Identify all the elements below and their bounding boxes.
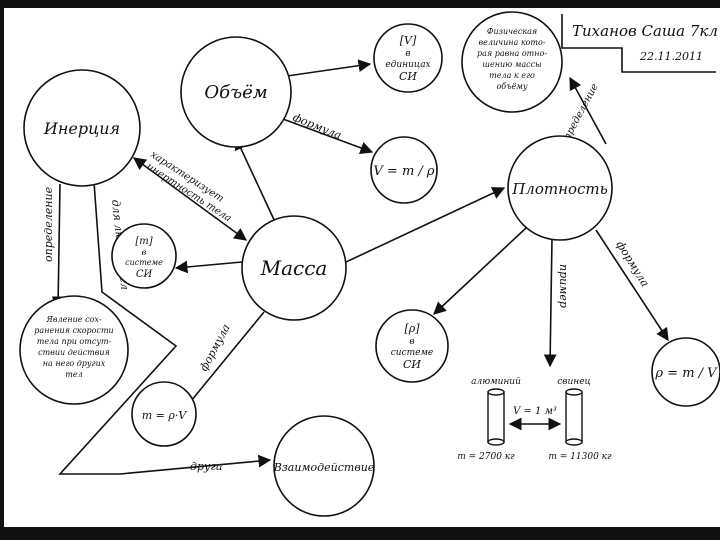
node-interaction-label: Взаимодействие	[273, 461, 375, 474]
edge-density-formula	[595, 229, 669, 342]
inertia-def-line-1: Явление сох-	[45, 315, 101, 324]
aluminium-label: алюминий	[471, 377, 521, 387]
density-def-line-2: величина кото-	[478, 38, 545, 47]
volume-units-line-3: единицах	[385, 60, 430, 70]
node-volume	[180, 36, 292, 148]
volume-equal-label: V = 1 м³	[513, 406, 557, 417]
node-density-formula	[651, 337, 720, 407]
mass-units-line-2: в	[142, 248, 147, 257]
edge-density-definition	[569, 76, 607, 145]
inertia-def-line-2: ранения скорости	[34, 326, 113, 335]
node-volume-label: Объём	[204, 82, 267, 103]
node-density	[507, 135, 613, 241]
edge-mass-formula	[181, 311, 265, 413]
aluminium-cylinder-base	[487, 438, 505, 446]
edge-inertia-interaction	[58, 181, 272, 475]
edge-density-example	[543, 237, 557, 368]
aluminium-cylinder	[487, 391, 505, 443]
node-mass-label: Масса	[260, 256, 328, 280]
edge-inertia-definition	[51, 183, 65, 310]
node-interaction	[273, 415, 375, 517]
density-units-line-4: СИ	[403, 358, 421, 371]
example-illustration: алюминий m = 2700 кг свинец m = 11300 кг…	[457, 377, 612, 462]
density-def-line-4: шению массы	[482, 60, 541, 69]
node-density-units	[375, 309, 449, 383]
density-def-line-5: тела к его	[489, 71, 535, 80]
density-def-line-6: объёму	[496, 82, 527, 91]
volume-formula-text: V = m / ρ	[373, 164, 435, 179]
aluminium-cylinder-top	[487, 388, 505, 396]
lead-cylinder	[565, 391, 583, 443]
header-box	[561, 14, 716, 73]
node-volume-units	[373, 23, 443, 93]
edge-density-units	[433, 227, 527, 315]
density-units-line-1: [ρ]	[404, 322, 420, 335]
lead-mass: m = 11300 кг	[548, 452, 612, 462]
inertia-def-line-5: на него других	[43, 359, 106, 368]
density-units-line-2: в	[409, 337, 414, 347]
mass-units-line-4: СИ	[136, 269, 153, 280]
density-def-line-3: рая равна отно-	[477, 49, 547, 58]
aluminium-mass: m = 2700 кг	[457, 452, 515, 462]
node-volume-formula	[370, 136, 438, 204]
node-density-label: Плотность	[511, 180, 608, 198]
bottom-border	[0, 527, 720, 540]
edge-mass-density	[345, 187, 506, 263]
mass-formula-text: m = ρ·V	[142, 409, 188, 422]
lead-label: свинец	[557, 377, 591, 387]
top-border	[0, 0, 720, 8]
label-friend: друга	[190, 460, 223, 473]
lead-cylinder-base	[565, 438, 583, 446]
inertia-def-line-4: ствии действия	[38, 348, 110, 357]
node-inertia-label: Инерция	[43, 119, 120, 138]
inertia-def-line-6: тел	[65, 370, 82, 379]
lead-cylinder-top	[565, 388, 583, 396]
node-mass	[241, 215, 347, 321]
label-density-example: пример	[557, 264, 570, 308]
node-mass-formula	[131, 381, 197, 447]
node-inertia-definition	[19, 295, 129, 405]
edge-mass-units	[174, 260, 243, 274]
volume-units-line-4: СИ	[399, 70, 417, 83]
density-units-line-3: системе	[391, 348, 434, 358]
density-formula-text: ρ = m / V	[654, 366, 718, 381]
inertia-def-line-3: тела при отсут-	[37, 337, 112, 346]
edge-mass-inertia	[132, 157, 248, 241]
density-def-line-1: Физическая	[487, 27, 537, 36]
left-border	[0, 8, 4, 527]
mass-units-line-3: системе	[125, 258, 163, 267]
label-volume-formula: формула	[291, 111, 343, 142]
mass-units-line-1: [m]	[135, 236, 152, 247]
node-inertia	[23, 69, 141, 187]
label-definition-left: определение	[42, 186, 55, 262]
edge-volume-units	[286, 59, 372, 77]
node-mass-units	[111, 223, 177, 289]
edge-mass-volume	[235, 136, 277, 225]
node-density-definition	[461, 11, 563, 113]
volume-units-line-1: [V]	[400, 34, 417, 47]
author-text: Тиханов Саша 7кл	[572, 22, 718, 40]
label-density-formula: формула	[613, 239, 651, 289]
label-mass-formula: формула	[197, 322, 233, 373]
date-text: 22.11.2011	[639, 50, 703, 63]
volume-units-line-2: в	[405, 49, 410, 59]
